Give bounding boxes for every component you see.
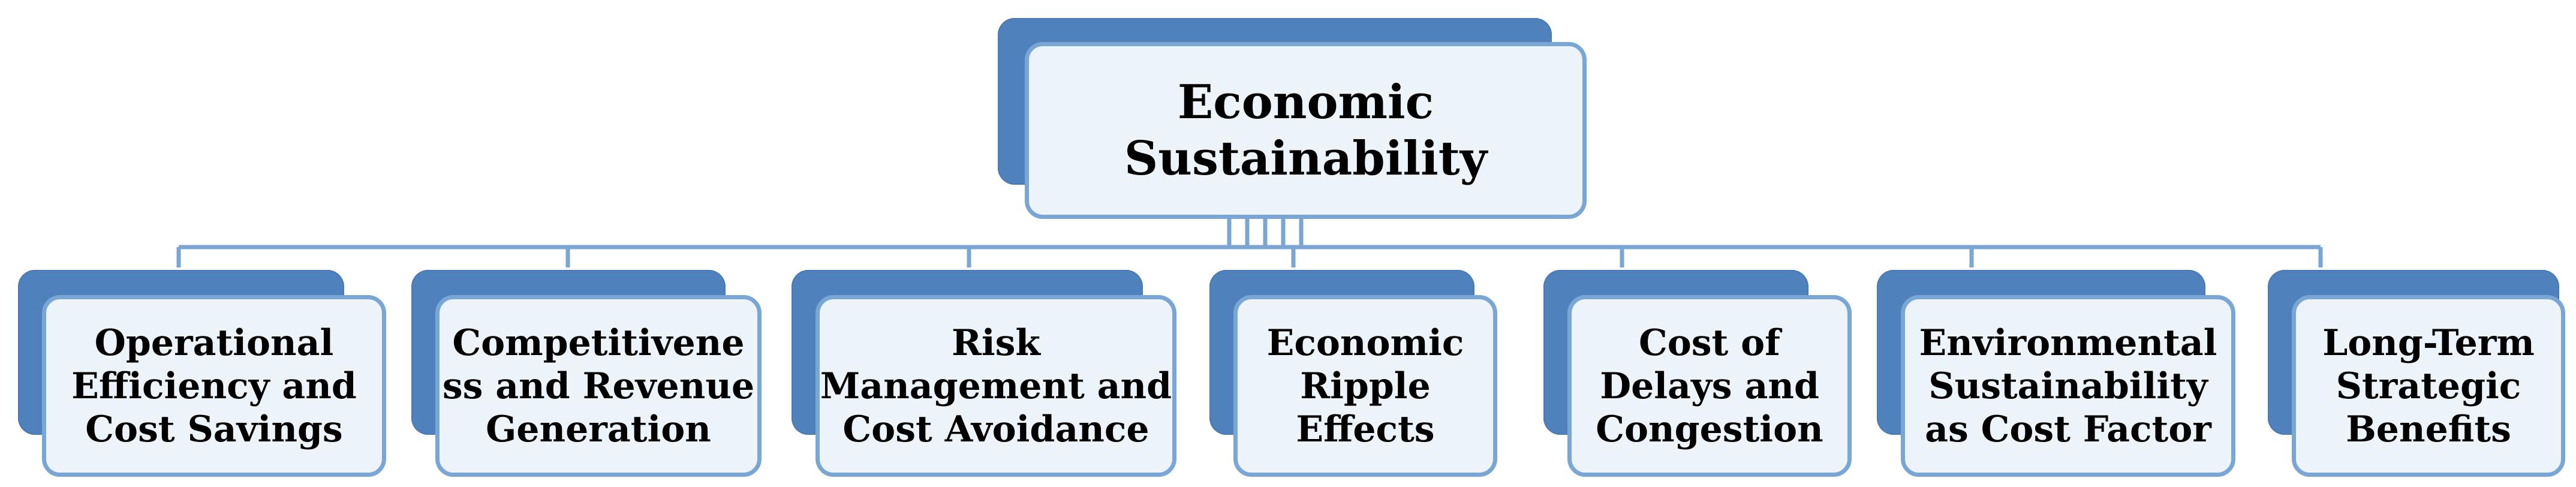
child-node-box: Operational Efficiency and Cost Savings	[42, 295, 386, 477]
child-node-label: Operational Efficiency and Cost Savings	[71, 321, 357, 450]
child-node-environmental-sustainability: Environmental Sustainability as Cost Fac…	[1877, 270, 2235, 477]
root-node-box: Economic Sustainability	[1025, 42, 1587, 219]
root-node-label: Economic Sustainability	[1124, 74, 1488, 186]
root-node: Economic Sustainability	[998, 18, 1587, 219]
child-node-long-term-strategic-benefits: Long-Term Strategic Benefits	[2268, 270, 2565, 477]
child-node-label: Long-Term Strategic Benefits	[2322, 321, 2535, 450]
child-node-box: Long-Term Strategic Benefits	[2292, 295, 2565, 477]
child-node-label: Cost of Delays and Congestion	[1596, 321, 1823, 450]
child-node-box: Economic Ripple Effects	[1233, 295, 1497, 477]
child-node-box: Risk Management and Cost Avoidance	[815, 295, 1176, 477]
child-node-label: Risk Management and Cost Avoidance	[820, 321, 1172, 450]
child-node-risk-management: Risk Management and Cost Avoidance	[792, 270, 1176, 477]
child-node-economic-ripple-effects: Economic Ripple Effects	[1209, 270, 1497, 477]
child-node-label: Competitivene ss and Revenue Generation	[442, 321, 755, 450]
child-node-operational-efficiency: Operational Efficiency and Cost Savings	[18, 270, 386, 477]
child-node-label: Environmental Sustainability as Cost Fac…	[1919, 321, 2217, 450]
child-node-cost-of-delays: Cost of Delays and Congestion	[1543, 270, 1852, 477]
child-node-label: Economic Ripple Effects	[1266, 321, 1464, 450]
child-node-box: Environmental Sustainability as Cost Fac…	[1901, 295, 2235, 477]
child-node-competitiveness: Competitivene ss and Revenue Generation	[411, 270, 762, 477]
child-node-box: Competitivene ss and Revenue Generation	[435, 295, 762, 477]
child-node-box: Cost of Delays and Congestion	[1567, 295, 1852, 477]
